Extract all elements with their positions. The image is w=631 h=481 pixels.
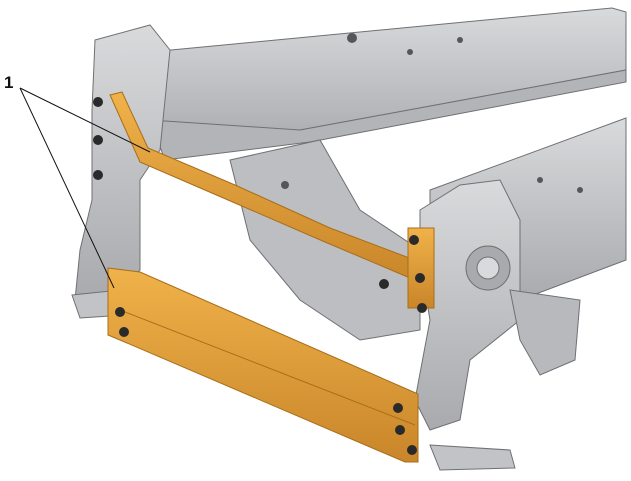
bolt: [115, 307, 125, 317]
frame-hole: [537, 177, 543, 183]
right-bracket-hub-inner: [476, 256, 500, 280]
bolt: [93, 170, 103, 180]
frame-holes: [281, 33, 583, 193]
bolt: [119, 327, 129, 337]
leader-line-upper-bar: [19, 87, 151, 153]
frame-hole: [577, 187, 583, 193]
frame-hole: [347, 33, 357, 43]
bolt: [409, 235, 419, 245]
bumper-plate-seam: [119, 309, 416, 426]
bolt: [395, 425, 405, 435]
bolt: [407, 445, 417, 455]
bolt: [93, 97, 103, 107]
lower-right-bracket: [509, 289, 581, 376]
right-foot: [429, 444, 516, 471]
bolt: [415, 273, 425, 283]
frame-hole: [457, 37, 463, 43]
bolt-group: [93, 97, 427, 455]
frame-hole: [407, 49, 413, 55]
lower-bumper-plate: [107, 267, 419, 463]
leader-line-lower-plate: [19, 87, 115, 289]
callout-label: 1: [4, 73, 14, 92]
right-mounting-bracket: [414, 179, 521, 431]
bolt: [417, 303, 427, 313]
bolt: [93, 135, 103, 145]
bolt: [379, 279, 389, 289]
bolt: [393, 403, 403, 413]
frame-hole: [281, 181, 289, 189]
